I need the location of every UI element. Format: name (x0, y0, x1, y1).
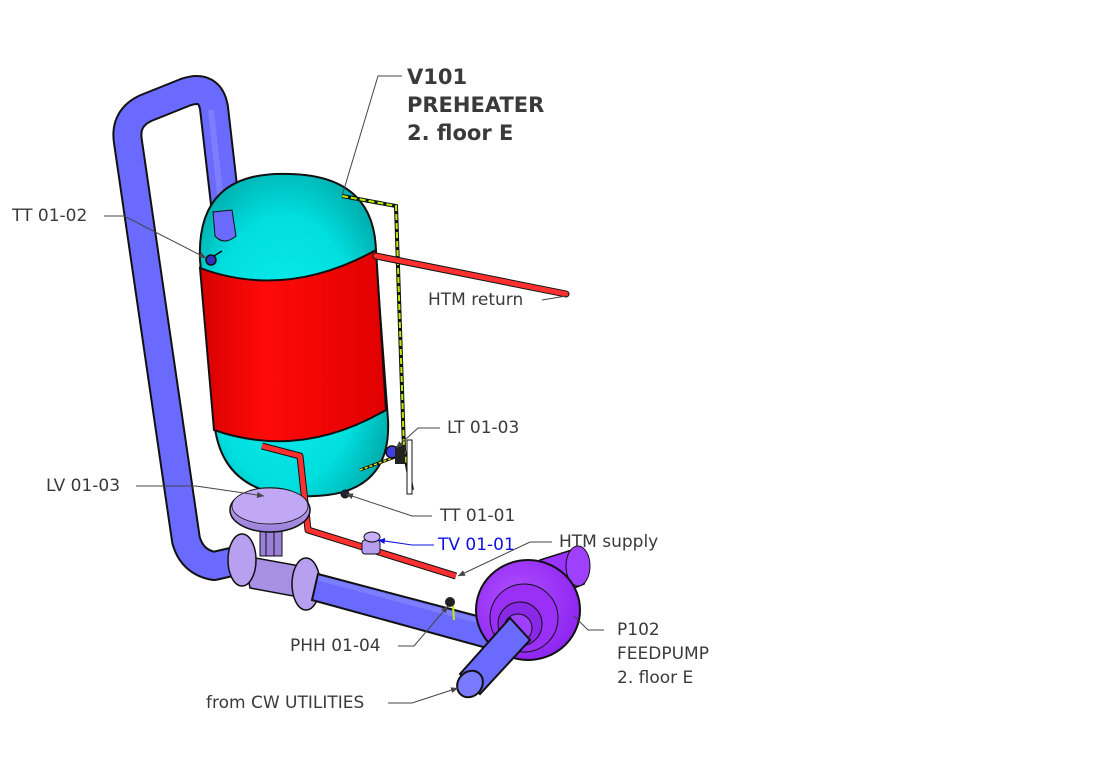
pump-p102 (475, 545, 591, 661)
pump-name: FEEDPUMP (617, 644, 709, 664)
label-htm-supply: HTM supply (559, 532, 659, 552)
vessel-name: PREHEATER (407, 93, 545, 117)
pump-location: 2. floor E (617, 668, 694, 688)
pump-tag: P102 (617, 620, 660, 640)
leader-p102 (573, 615, 604, 631)
label-htm-return: HTM return (428, 290, 524, 310)
label-phh-0104: PHH 01-04 (290, 636, 381, 656)
vessel-jacket (198, 248, 388, 443)
label-tt-0101: TT 01-01 (440, 506, 516, 526)
label-lv-0103: LV 01-03 (46, 476, 121, 496)
vessel-location: 2. floor E (407, 121, 514, 145)
signal-line (341, 194, 414, 495)
leader-phh-0104 (398, 605, 449, 647)
lv-0103-valve (227, 487, 321, 611)
htm-supply-pipe (261, 442, 458, 580)
leader-tt-0101 (345, 493, 432, 517)
leader-htm-supply (457, 541, 552, 577)
label-tt-0102: TT 01-02 (12, 206, 88, 226)
leader-cw-utilities (388, 687, 459, 704)
leader-lt-0103 (395, 427, 440, 449)
tv-0101-valve (361, 531, 381, 555)
label-tv-0101: TV 01-01 (438, 535, 515, 555)
label-from-cw-utilities: from CW UTILITIES (206, 693, 365, 713)
vessel-label: V101 PREHEATER 2. floor E (407, 63, 544, 147)
leader-tt-0102 (104, 215, 207, 259)
vessel-tag: V101 (407, 65, 468, 89)
phh-0104-instrument (445, 597, 455, 621)
vessel-v101 (198, 172, 390, 498)
leader-v101 (341, 75, 402, 197)
label-lt-0103: LT 01-03 (447, 418, 520, 438)
lt-0103-instrument (385, 445, 405, 464)
leader-lines (104, 75, 604, 704)
leader-htm-return (541, 295, 567, 301)
htm-return-pipe (372, 252, 570, 298)
leader-tv-0101 (377, 538, 434, 546)
tt-0102-instrument (205, 250, 223, 266)
cw-utilities-pipe (456, 616, 532, 699)
leader-lv-0103 (136, 485, 265, 498)
pump-label: P102 FEEDPUMP 2. floor E (617, 618, 709, 690)
